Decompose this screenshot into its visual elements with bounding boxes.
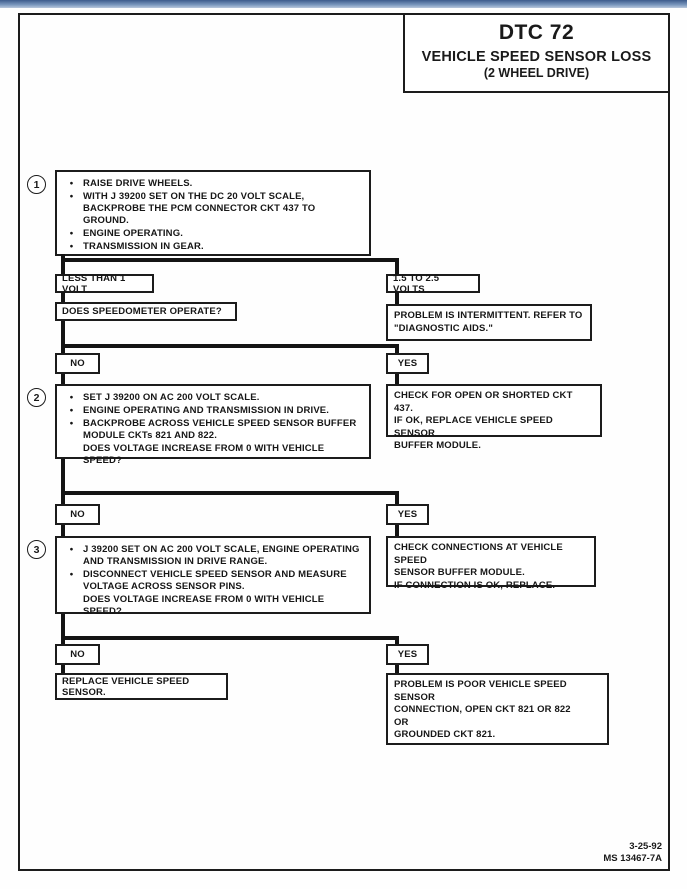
connector <box>61 321 65 353</box>
step3-bullet-text: J 39200 SET ON AC 200 VOLT SCALE, ENGINE… <box>83 544 360 567</box>
page-top-accent-bar <box>0 0 687 8</box>
step3-bullet-text: DISCONNECT VEHICLE SPEED SENSOR AND MEAS… <box>83 569 347 592</box>
question-speedometer-box: DOES SPEEDOMETER OPERATE? <box>55 302 237 321</box>
connector <box>61 636 399 640</box>
title-box: DTC 72 VEHICLE SPEED SENSOR LOSS (2 WHEE… <box>403 13 670 93</box>
yes-box-1: YES <box>386 353 429 374</box>
step1-box: ● RAISE DRIVE WHEELS. ● WITH J 39200 SET O… <box>55 170 371 256</box>
step2-bullet-text: BACKPROBE ACROSS VEHICLE SPEED SENSOR BU… <box>83 418 357 441</box>
step1-bullet: ● ENGINE OPERATING. <box>65 228 361 240</box>
result-replace-sensor-box: REPLACE VEHICLE SPEED SENSOR. <box>55 673 228 700</box>
step3-number-circle: 3 <box>27 540 46 559</box>
step2-bullet: ● SET J 39200 ON AC 200 VOLT SCALE. <box>65 392 361 404</box>
result-poor-connection-box: PROBLEM IS POOR VEHICLE SPEED SENSOR CON… <box>386 673 609 745</box>
step1-bullet-text: RAISE DRIVE WHEELS. <box>83 178 193 189</box>
step2-bullet: ● BACKPROBE ACROSS VEHICLE SPEED SENSOR B… <box>65 418 361 442</box>
connector <box>61 614 65 644</box>
step2-number-circle: 2 <box>27 388 46 407</box>
step2-number: 2 <box>33 391 40 404</box>
step3-bullet: ● DISCONNECT VEHICLE SPEED SENSOR AND MEA… <box>65 569 361 593</box>
step2-question: ●DOES VOLTAGE INCREASE FROM 0 WITH VEHIC… <box>65 443 361 467</box>
footer: 3-25-92 MS 13467-7A <box>470 841 662 865</box>
step1-number: 1 <box>33 178 40 191</box>
yes-box-3: YES <box>386 644 429 665</box>
result-intermittent-box: PROBLEM IS INTERMITTENT. REFER TO "DIAGN… <box>386 304 592 341</box>
branch-label: LESS THAN 1 VOLT <box>62 272 126 295</box>
step2-bullet-text: SET J 39200 ON AC 200 VOLT SCALE. <box>83 392 260 403</box>
connector <box>395 665 399 673</box>
yes-label: YES <box>397 509 418 520</box>
step3-number: 3 <box>33 543 40 556</box>
yes-label: YES <box>397 358 418 369</box>
step3-box: ● J 39200 SET ON AC 200 VOLT SCALE, ENGIN… <box>55 536 371 617</box>
connector <box>395 525 399 536</box>
connector <box>395 374 399 384</box>
step2-question-text: DOES VOLTAGE INCREASE FROM 0 WITH VEHICL… <box>83 443 325 466</box>
yes-label: YES <box>397 649 418 660</box>
no-label: NO <box>70 358 85 369</box>
bullet-icon: ● <box>69 420 74 427</box>
bullet-icon: ● <box>69 193 74 200</box>
branch-1-5-to-2-5-volts: 1.5 TO 2.5 VOLTS <box>386 272 480 295</box>
connector <box>61 665 65 673</box>
bullet-icon: ● <box>69 407 74 414</box>
bullet-icon: ● <box>69 394 74 401</box>
step1-bullet-text: ENGINE OPERATING. <box>83 228 184 239</box>
step2-box: ● SET J 39200 ON AC 200 VOLT SCALE. ● ENGI… <box>55 384 371 466</box>
dtc-code: DTC 72 <box>498 21 575 44</box>
step3-bullet: ● J 39200 SET ON AC 200 VOLT SCALE, ENGIN… <box>65 544 361 568</box>
step1-bullet: ● TRANSMISSION IN GEAR. <box>65 241 361 253</box>
no-box-2: NO <box>55 504 100 525</box>
footer-date: 3-25-92 <box>629 841 662 852</box>
step3-question-text: DOES VOLTAGE INCREASE FROM 0 WITH VEHICL… <box>83 594 325 617</box>
step3-question: ●DOES VOLTAGE INCREASE FROM 0 WITH VEHIC… <box>65 594 361 618</box>
question-text: DOES SPEEDOMETER OPERATE? <box>62 306 222 317</box>
footer-doc-number: MS 13467-7A <box>603 853 662 864</box>
connector <box>61 374 65 384</box>
connector <box>61 258 399 262</box>
bullet-icon: ● <box>69 571 74 578</box>
yes-box-2: YES <box>386 504 429 525</box>
page-border <box>18 13 670 871</box>
no-box-3: NO <box>55 644 100 665</box>
bullet-icon: ● <box>69 180 74 187</box>
no-label: NO <box>70 649 85 660</box>
branch-less-than-1-volt: LESS THAN 1 VOLT <box>55 272 154 295</box>
connector <box>61 254 65 274</box>
no-box-1: NO <box>55 353 100 374</box>
connector <box>61 459 65 504</box>
step1-bullet-text: WITH J 39200 SET ON THE DC 20 VOLT SCALE… <box>83 191 316 226</box>
step1-number-circle: 1 <box>27 175 46 194</box>
bullet-icon: ● <box>69 546 74 553</box>
connector <box>61 344 399 348</box>
connector <box>395 292 399 304</box>
no-label: NO <box>70 509 85 520</box>
connector <box>61 491 399 495</box>
step2-bullet: ● ENGINE OPERATING AND TRANSMISSION IN DR… <box>65 405 361 417</box>
connector <box>395 636 399 644</box>
step2-bullet-text: ENGINE OPERATING AND TRANSMISSION IN DRI… <box>83 405 330 416</box>
title-line1: VEHICLE SPEED SENSOR LOSS <box>421 49 652 65</box>
connector <box>395 491 399 504</box>
connector <box>61 292 65 302</box>
connector <box>395 344 399 353</box>
step1-bullet: ● WITH J 39200 SET ON THE DC 20 VOLT SCAL… <box>65 191 361 227</box>
bullet-icon: ● <box>69 230 74 237</box>
title-line2: (2 WHEEL DRIVE) <box>483 66 590 80</box>
result-connections-box: CHECK CONNECTIONS AT VEHICLE SPEED SENSO… <box>386 536 596 591</box>
result-ckt437-box: CHECK FOR OPEN OR SHORTED CKT 437. IF OK… <box>386 384 602 451</box>
connector <box>61 525 65 536</box>
step1-bullet: ● RAISE DRIVE WHEELS. <box>65 178 361 190</box>
connector <box>395 258 399 274</box>
step1-bullet-text: TRANSMISSION IN GEAR. <box>83 241 204 252</box>
branch-label: 1.5 TO 2.5 VOLTS <box>393 272 440 295</box>
result-text: REPLACE VEHICLE SPEED SENSOR. <box>62 675 190 698</box>
bullet-icon: ● <box>69 243 74 250</box>
